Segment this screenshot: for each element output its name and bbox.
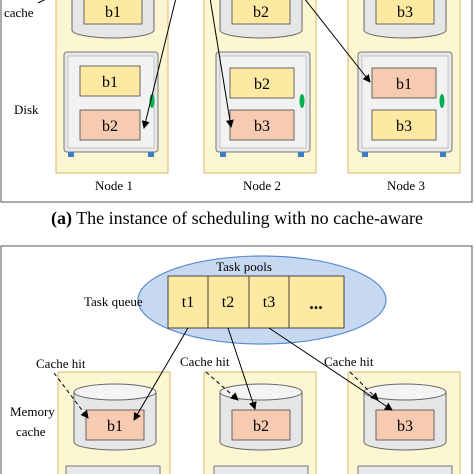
bottom-cache-cylinder-3: b3 <box>363 383 447 451</box>
status-led-3 <box>439 94 445 108</box>
task-queue-label: Task queue <box>84 294 143 309</box>
disk-server-3: b1 b3 <box>357 51 453 157</box>
server-foot-2b <box>298 152 304 157</box>
task-cell-4 <box>288 275 345 329</box>
bottom-cache-label: cache <box>16 424 46 439</box>
bottom-cache-block-3 <box>375 409 435 441</box>
top-cache-label-connector <box>37 0 46 4</box>
memory-label: Memory <box>10 404 55 419</box>
disk-block-1a <box>79 65 141 97</box>
cache-block-1-label: b1 <box>105 4 121 21</box>
node-label-3: Node 3 <box>387 178 425 193</box>
task-cell-1-label: t1 <box>182 294 194 311</box>
disk-block-2b <box>229 109 295 141</box>
task-cell-3-label: t3 <box>263 294 275 311</box>
cache-block-2-label: b2 <box>253 4 269 21</box>
caption-a: (a) The instance of scheduling with no c… <box>0 208 474 229</box>
bottom-disk-stub-3 <box>357 465 453 474</box>
disk-block-3a-label: b1 <box>396 76 412 93</box>
cache-block-3 <box>375 0 435 25</box>
node-label-1: Node 1 <box>95 178 133 193</box>
bottom-cache-block-1-label: b1 <box>107 418 123 435</box>
server-foot-3a <box>362 152 368 157</box>
bottom-disk-stub-1 <box>65 465 161 474</box>
top-arrow-3 <box>304 0 371 83</box>
disk-block-2a-label: b2 <box>254 76 270 93</box>
disk-block-2a <box>229 67 295 99</box>
disk-server-1: b1 b2 <box>63 51 159 157</box>
task-arrow-2 <box>227 327 257 410</box>
top-arrow-2 <box>209 0 234 128</box>
cache-cylinder-3: b3 <box>363 0 447 39</box>
cache-block-3-label: b3 <box>397 4 413 21</box>
server-foot-3b <box>440 152 446 157</box>
caption-a-letter: (a) <box>50 208 72 228</box>
status-led-2 <box>299 94 305 108</box>
task-cell-4-label: ... <box>309 293 323 313</box>
status-led-1 <box>149 94 155 108</box>
bottom-cache-block-3-label: b3 <box>397 418 413 435</box>
disk-block-1b <box>79 109 141 141</box>
bottom-cache-block-2 <box>231 409 291 441</box>
bottom-cache-cylinder-2: b2 <box>219 383 303 451</box>
server-foot-2a <box>220 152 226 157</box>
bottom-cache-cylinder-1: b1 <box>73 383 157 451</box>
top-cache-label: cache <box>4 5 34 20</box>
bottom-disk-stub-2 <box>213 465 309 474</box>
disk-block-2b-label: b3 <box>254 118 270 135</box>
cache-cylinder-1: b1 <box>71 0 155 39</box>
disk-block-1a-label: b1 <box>102 74 118 91</box>
caption-a-text: The instance of scheduling with no cache… <box>76 208 424 228</box>
task-cell-2-label: t2 <box>222 294 234 311</box>
node-label-2: Node 2 <box>243 178 281 193</box>
disk-block-1b-label: b2 <box>102 118 118 135</box>
disk-block-3b-label: b3 <box>396 118 412 135</box>
bottom-cache-block-2-label: b2 <box>253 418 269 435</box>
cache-block-1 <box>83 0 143 25</box>
disk-server-2: b2 b3 <box>215 51 311 157</box>
cache-hit-label-2: Cache hit <box>180 354 230 369</box>
top-disk-label: Disk <box>14 102 39 117</box>
task-arrow-1 <box>133 327 189 421</box>
server-foot-1a <box>68 152 74 157</box>
disk-block-3a <box>371 67 437 99</box>
cache-hit-label-1: Cache hit <box>36 356 86 371</box>
cache-hit-pointer-1 <box>53 372 89 419</box>
task-pools-label: Task pools <box>216 259 272 274</box>
task-cell-3 <box>248 275 290 329</box>
cache-cylinder-2: b2 <box>219 0 303 39</box>
disk-block-3b <box>371 109 437 141</box>
cache-hit-label-3: Cache hit <box>324 354 374 369</box>
cache-hit-pointer-2 <box>205 371 239 401</box>
cache-block-2 <box>231 0 291 25</box>
top-arrow-1 <box>141 0 177 129</box>
server-foot-1b <box>148 152 154 157</box>
